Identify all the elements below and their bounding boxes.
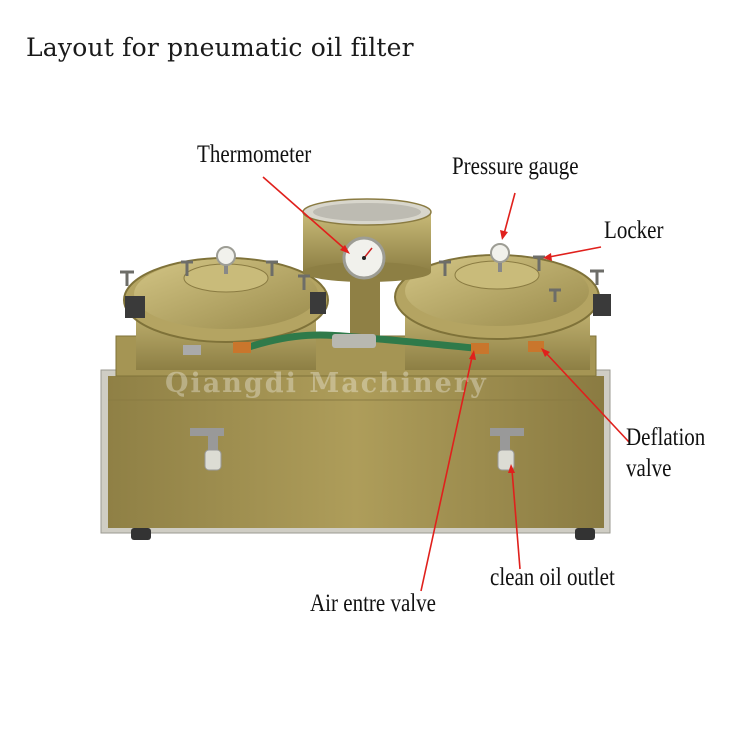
label-air-entre-valve: Air entre valve bbox=[310, 590, 436, 617]
left-filter-tank bbox=[123, 257, 329, 370]
locker-pointer bbox=[548, 246, 602, 258]
label-thermometer: Thermometer bbox=[197, 141, 312, 168]
label-deflation-line1: Deflation bbox=[626, 424, 706, 451]
piping bbox=[183, 331, 544, 355]
label-clean-oil-outlet: clean oil outlet bbox=[490, 564, 615, 591]
watermark: Qiangdi Machinery bbox=[165, 368, 488, 399]
air-entre-valve-arrowhead bbox=[469, 350, 476, 360]
diagram-title: Layout for pneumatic oil filter bbox=[26, 33, 414, 62]
clean-oil-outlet-pointer bbox=[511, 469, 521, 570]
pressure-gauge-pointer bbox=[503, 192, 516, 235]
pressure-gauge-left bbox=[216, 246, 236, 274]
label-locker: Locker bbox=[604, 217, 664, 244]
feet bbox=[131, 528, 595, 540]
oil-outlet-left bbox=[190, 428, 224, 471]
lockers bbox=[120, 255, 604, 302]
label-deflation-line2: valve bbox=[626, 455, 672, 482]
clean-oil-outlet-arrowhead bbox=[508, 464, 515, 473]
pressure-gauge-right bbox=[490, 243, 510, 272]
oil-outlet-right bbox=[490, 428, 524, 471]
pressure-gauge-arrowhead bbox=[500, 230, 508, 240]
air-entre-valve-pointer bbox=[420, 356, 473, 592]
thermometer-pointer bbox=[262, 176, 347, 251]
thermometer-dial bbox=[342, 236, 386, 280]
label-pressure-gauge: Pressure gauge bbox=[452, 153, 579, 180]
deflation-valve-pointer bbox=[544, 351, 630, 443]
deflation-valve-arrowhead bbox=[541, 348, 550, 357]
thermometer-arrowhead bbox=[340, 245, 350, 254]
pointer-lines bbox=[262, 176, 630, 592]
locker-arrowhead bbox=[543, 253, 552, 261]
